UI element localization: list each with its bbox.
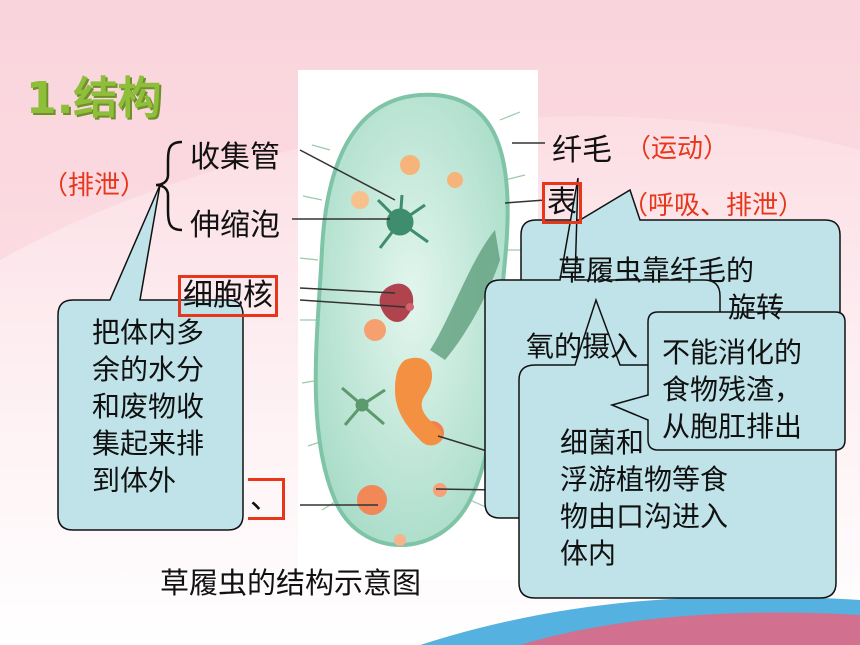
label-nucleus: 细胞核 [178,275,278,317]
contractile-vacuole-bottom [341,386,386,426]
bubble-vacuole-text: 把体内多 余的水分 和废物收 集起来排 到体外 [92,316,205,497]
gullet-shape [395,357,442,446]
bubble-food-text: 细菌和 浮游植物等食 物由口沟进入 体内 [560,426,729,570]
label-respiration-excretion: （呼吸、排泄） [622,191,805,221]
label-membrane: 表 [542,182,582,224]
label-cut: 、 [248,478,285,520]
bubble-membrane-text: 氧的摄入 [526,330,639,363]
label-cilia: 纤毛 [552,133,612,168]
label-collecting-tube: 收集管 [190,140,280,175]
bubble-cilia-text: 草履虫靠纤毛的 旋转 [558,254,785,324]
label-movement: （运动） [625,134,730,164]
label-contractile-vacuole: 伸缩泡 [190,208,280,243]
bubble-anus-text: 不能消化的 食物残渣， 从胞肛排出 [662,336,803,443]
slide-heading: 1.结构 [26,73,162,124]
diagram-caption: 草履虫的结构示意图 [160,566,422,600]
bubble-anus-shape [609,311,846,451]
oral-groove [430,230,500,360]
brace [155,140,183,232]
label-excretion: （排泄） [42,171,147,201]
contractile-vacuole-top [376,194,429,249]
